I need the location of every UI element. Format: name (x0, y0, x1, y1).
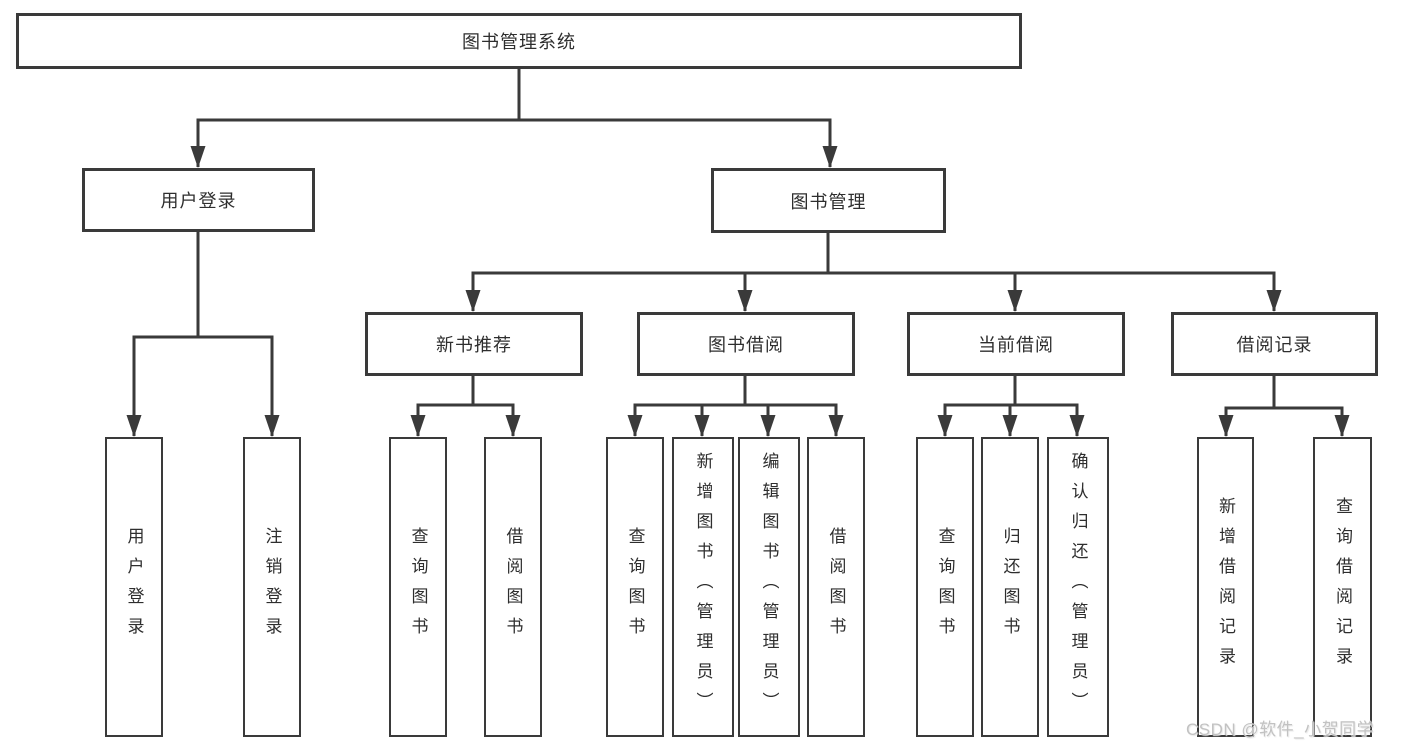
leaf-search-borrow-record: 查询借阅记录 (1313, 437, 1372, 737)
node-new-book-recommendation: 新书推荐 (365, 312, 583, 376)
connector-skeleton (132, 69, 1344, 410)
node-borrowing-records: 借阅记录 (1171, 312, 1378, 376)
leaf-add-borrow-record: 新增借阅记录 (1197, 437, 1254, 737)
node-user-login: 用户登录 (82, 168, 315, 232)
leaf-confirm-return-admin: 确认归还（管理员） (1047, 437, 1109, 737)
leaf-search-books-current: 查询图书 (916, 437, 974, 737)
leaf-return-books: 归还图书 (981, 437, 1039, 737)
leaf-add-books-admin: 新增图书（管理员） (672, 437, 734, 737)
leaf-edit-books-admin: 编辑图书（管理员） (738, 437, 800, 737)
watermark: CSDN @软件_小贺同学 (1186, 720, 1375, 739)
node-book-borrowing: 图书借阅 (637, 312, 855, 376)
leaf-logout: 注销登录 (243, 437, 301, 737)
node-root-library-management-system: 图书管理系统 (16, 13, 1022, 69)
node-book-management: 图书管理 (711, 168, 946, 233)
node-current-borrowing: 当前借阅 (907, 312, 1125, 376)
leaf-borrow-books-borrowing: 借阅图书 (807, 437, 865, 737)
leaf-search-books-borrowing: 查询图书 (606, 437, 664, 737)
leaf-borrow-books-recommend: 借阅图书 (484, 437, 542, 737)
connector-arrows (126, 120, 1350, 437)
leaf-user-login: 用户登录 (105, 437, 163, 737)
leaf-search-books-recommend: 查询图书 (389, 437, 447, 737)
